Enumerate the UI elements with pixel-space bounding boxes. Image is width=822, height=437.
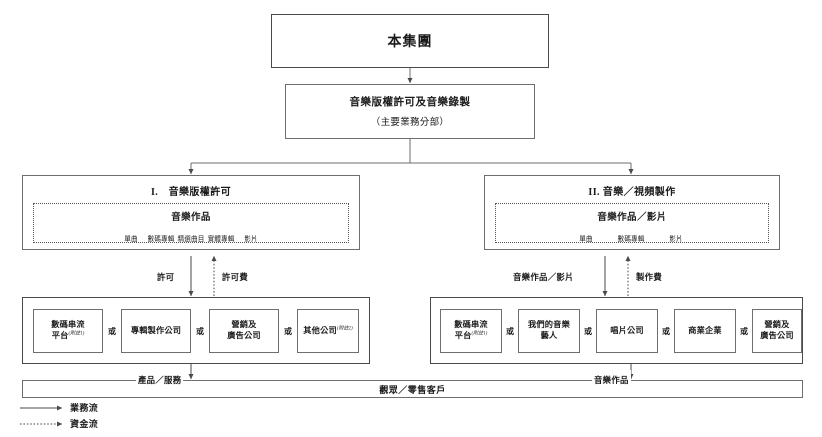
or-separator-2a: 或: [506, 326, 514, 336]
section-1-group-box: 音樂作品: [33, 203, 349, 243]
business-segment-box: 音樂版權許可及音樂錄製 （主要業務分部）: [285, 84, 535, 139]
section-2-leaf-0: 單曲: [579, 236, 593, 243]
partner-box-record-label[interactable]: 唱片公司: [596, 309, 658, 353]
partner-label: 營銷及廣告公司: [227, 320, 261, 340]
partner-label: 數碼串流平台(附註1): [51, 320, 85, 340]
customer-bar-label: 觀眾／零售客戶: [379, 384, 446, 395]
segment-note-label: （主要業務分部）: [370, 117, 450, 128]
partner-box-marketing-advertising-2[interactable]: 營銷及廣告公司: [752, 309, 802, 353]
footnote-marker: (附註1): [471, 331, 488, 337]
section-1-leaf-4: 影片: [244, 236, 258, 243]
group-title-box: 本集團: [271, 14, 549, 68]
group-title-label: 本集團: [387, 35, 433, 50]
section-2-group-label-wrap: 音樂作品／影片: [597, 213, 667, 223]
section-2-flow-down-label: 音樂作品／影片: [511, 267, 576, 285]
partner-label: 數碼串流平台(附註1): [454, 320, 488, 340]
partner-box-commercial-enterprise[interactable]: 商業企業: [674, 309, 736, 353]
section-1-group-label-wrap: 音樂作品: [171, 213, 211, 223]
legend-label: 業務流: [70, 403, 99, 413]
legend-item-business-flow: 業務流: [70, 401, 98, 414]
section-2-leaf-1: 數碼專輯: [617, 236, 645, 243]
partner-box-digital-streaming-1[interactable]: 數碼串流平台(附註1): [33, 309, 103, 353]
partner-box-other-companies[interactable]: 其他公司(附註2): [297, 309, 359, 353]
section-1-flow-up-label: 許可費: [220, 267, 251, 285]
section-1-leaf-3: 實體專輯: [207, 236, 235, 243]
section-2-box: II. 音樂／視頻製作: [484, 175, 780, 250]
or-separator-1b: 或: [196, 326, 204, 336]
section-2-customer-flow-label: 音樂作品: [592, 370, 631, 388]
section-1-leaf-2: 精選曲目: [177, 236, 205, 243]
legend-label: 資金流: [70, 419, 99, 429]
partner-box-marketing-advertising-1[interactable]: 營銷及廣告公司: [209, 309, 279, 353]
or-separator-1c: 或: [284, 326, 292, 336]
partner-label: 唱片公司: [610, 325, 644, 335]
partner-box-our-music-artists[interactable]: 我們的音樂藝人: [518, 309, 580, 353]
partner-box-album-production[interactable]: 專輯製作公司: [121, 309, 191, 353]
partner-label: 其他公司(附註2): [303, 325, 353, 335]
section-2-group-box: 音樂作品／影片: [495, 203, 769, 243]
or-separator-2d: 或: [740, 326, 748, 336]
partner-label: 營銷及廣告公司: [760, 320, 794, 340]
footnote-marker: (附註2): [336, 325, 353, 331]
section-1-leaf-1: 數碼專輯: [147, 236, 175, 243]
partner-label: 商業企業: [688, 325, 722, 335]
section-2-flow-up-label: 製作費: [634, 267, 665, 285]
partner-label: 我們的音樂藝人: [528, 320, 570, 340]
footnote-marker: (附註1): [68, 331, 85, 337]
section-1-header: I. 音樂版權許可: [151, 187, 231, 198]
section-1-customer-flow-label: 產品／服務: [136, 370, 184, 388]
or-separator-1a: 或: [108, 326, 116, 336]
segment-title-label: 音樂版權許可及音樂錄製: [349, 97, 471, 109]
partner-box-digital-streaming-2[interactable]: 數碼串流平台(附註1): [440, 309, 502, 353]
or-separator-2b: 或: [584, 326, 592, 336]
section-1-flow-down-label: 許可: [155, 267, 177, 285]
or-separator-2c: 或: [662, 326, 670, 336]
section-1-leaf-0: 單曲: [124, 236, 138, 243]
section-2-header: II. 音樂／視頻製作: [588, 187, 676, 198]
section-2-leaf-2: 影片: [669, 236, 683, 243]
legend-item-capital-flow: 資金流: [70, 417, 98, 430]
partner-label: 專輯製作公司: [130, 325, 182, 335]
